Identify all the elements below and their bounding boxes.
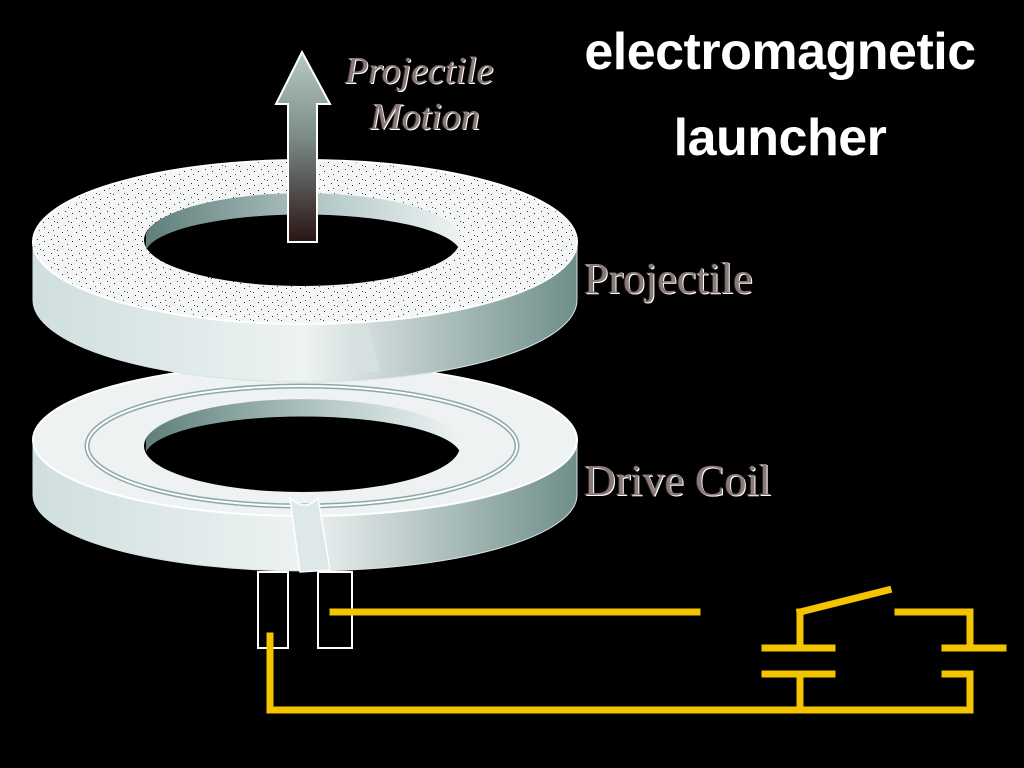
projectile-motion-label-line-2: Motion bbox=[370, 96, 480, 138]
page-title-line-1: electromagnetic bbox=[584, 23, 976, 81]
projectile-label: Projectile bbox=[584, 254, 753, 303]
up-arrow-icon bbox=[274, 49, 332, 243]
page-title-line-2: launcher bbox=[673, 109, 887, 167]
capacitor-icon bbox=[761, 608, 836, 678]
drive-coil bbox=[32, 363, 578, 649]
projectile-motion-label-line-1: Projectile bbox=[345, 50, 494, 92]
circuit-wiring bbox=[266, 608, 1007, 714]
drive-coil-label: Drive Coil bbox=[584, 456, 771, 505]
switch-icon bbox=[795, 585, 893, 617]
